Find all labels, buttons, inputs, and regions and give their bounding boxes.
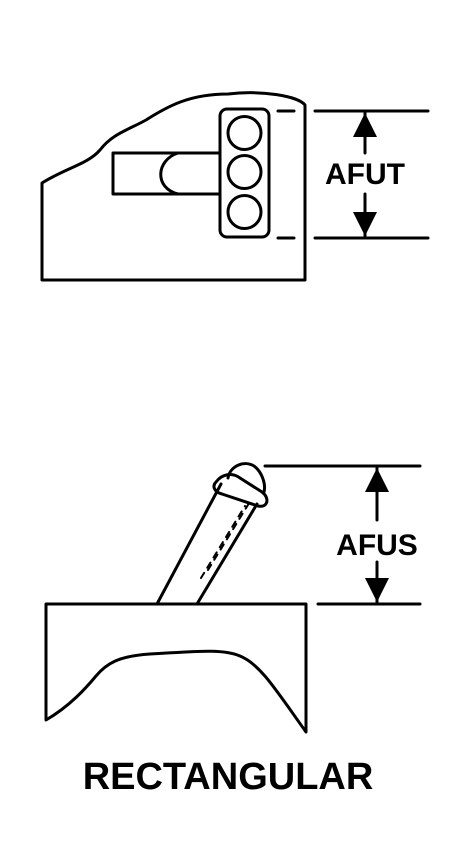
top-lens-holder (218, 107, 271, 239)
bottom-cap-flange (212, 473, 269, 508)
bottom-mounting-base (44, 602, 308, 734)
bottom-tube-inner-dash-2 (207, 499, 252, 571)
top-lamp-middle (226, 154, 263, 190)
top-stem (111, 151, 222, 196)
bottom-cap-dome (226, 462, 266, 494)
afut-label: AFUT (325, 158, 405, 191)
bottom-tube-right (195, 502, 259, 606)
caption-title: RECTANGULAR (83, 756, 374, 798)
bottom-view (44, 462, 422, 734)
top-stem-curve (159, 151, 180, 196)
bottom-tube-inner-dash-1 (200, 505, 246, 579)
top-lamp-lower (226, 194, 263, 230)
bottom-tube-left (155, 482, 223, 606)
afus-label: AFUS (336, 529, 418, 562)
top-mounting-body (40, 91, 307, 282)
top-lamp-upper (226, 115, 263, 151)
top-view (40, 91, 430, 282)
